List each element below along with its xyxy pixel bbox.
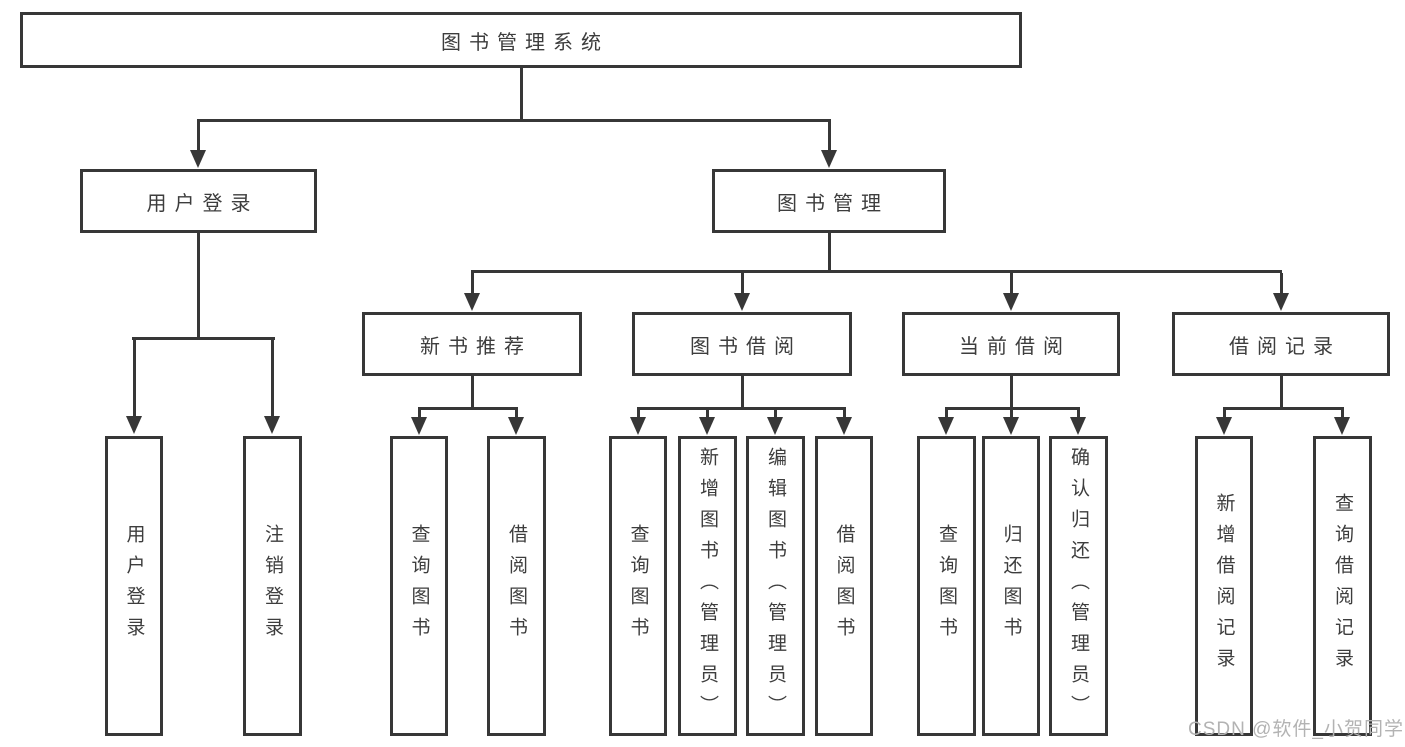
connector-line — [471, 270, 1282, 273]
connector-line — [271, 340, 274, 416]
connector-line — [637, 407, 846, 410]
connector-line — [741, 375, 744, 407]
arrow-down-icon — [767, 417, 783, 435]
node-current-borrowing: 当前借阅 — [902, 312, 1120, 376]
node-borrow-records-label: 借阅记录 — [1229, 335, 1341, 358]
arrow-down-icon — [464, 293, 480, 311]
node-add-borrow-record: 新增借阅记录 — [1195, 436, 1253, 736]
arrow-down-icon — [734, 293, 750, 311]
connector-line — [197, 233, 200, 337]
node-borrow-books-borrowing-label: 借阅图书 — [833, 524, 855, 648]
connector-line — [1223, 410, 1226, 417]
connector-line — [637, 410, 640, 417]
node-add-borrow-record-label: 新增借阅记录 — [1213, 493, 1235, 679]
connector-line — [132, 337, 275, 340]
connector-line — [471, 375, 474, 407]
arrow-down-icon — [411, 417, 427, 435]
connector-line — [1223, 407, 1344, 410]
arrow-down-icon — [1334, 417, 1350, 435]
connector-line — [774, 410, 777, 417]
arrow-down-icon — [938, 417, 954, 435]
connector-line — [1010, 273, 1013, 293]
node-borrow-books-borrowing: 借阅图书 — [815, 436, 873, 736]
node-library-system-label: 图书管理系统 — [441, 31, 609, 54]
arrow-down-icon — [190, 150, 206, 168]
node-confirm-return-admin: 确认归还（管理员） — [1049, 436, 1108, 736]
node-confirm-return-admin-label: 确认归还（管理员） — [1068, 446, 1089, 726]
node-query-borrow-record-label: 查询借阅记录 — [1332, 493, 1353, 679]
connector-line — [471, 273, 474, 293]
node-query-borrow-record: 查询借阅记录 — [1313, 436, 1372, 736]
node-add-book-admin: 新增图书（管理员） — [678, 436, 737, 736]
connector-line — [945, 407, 1080, 410]
node-new-book-recommend: 新书推荐 — [362, 312, 582, 376]
connector-line — [706, 410, 709, 417]
node-add-book-admin-label: 新增图书（管理员） — [697, 446, 718, 726]
node-edit-book-admin: 编辑图书（管理员） — [746, 436, 805, 736]
node-query-books-recommend: 查询图书 — [390, 436, 448, 736]
connector-line — [1280, 375, 1283, 407]
arrow-down-icon — [821, 150, 837, 168]
arrow-down-icon — [508, 417, 524, 435]
connector-line — [1010, 375, 1013, 407]
arrow-down-icon — [630, 417, 646, 435]
node-borrow-records: 借阅记录 — [1172, 312, 1390, 376]
node-user-login-group-label: 用户登录 — [146, 192, 259, 215]
connector-line — [520, 68, 523, 119]
watermark: CSDN @软件_小贺同学 — [1188, 719, 1404, 740]
node-query-books-borrowing-label: 查询图书 — [627, 524, 649, 648]
node-current-borrowing-label: 当前借阅 — [959, 335, 1071, 358]
connector-line — [515, 410, 518, 417]
arrow-down-icon — [699, 417, 715, 435]
arrow-down-icon — [1273, 293, 1289, 311]
connector-line — [741, 273, 744, 293]
connector-line — [1341, 410, 1344, 417]
node-book-borrowing-label: 图书借阅 — [690, 335, 802, 358]
connector-line — [828, 119, 831, 150]
node-logout: 注销登录 — [243, 436, 302, 736]
connector-line — [1077, 410, 1080, 417]
connector-line — [418, 410, 421, 417]
arrow-down-icon — [836, 417, 852, 435]
node-query-books-current-label: 查询图书 — [936, 524, 957, 648]
arrow-down-icon — [264, 416, 280, 434]
node-borrow-books-recommend: 借阅图书 — [487, 436, 546, 736]
connector-line — [1010, 410, 1013, 417]
node-book-management: 图书管理 — [712, 169, 946, 233]
connector-line — [418, 407, 518, 410]
node-return-book-label: 归还图书 — [1000, 524, 1022, 648]
connector-line — [197, 119, 200, 150]
connector-line — [133, 340, 136, 416]
connector-line — [843, 410, 846, 417]
node-logout-label: 注销登录 — [262, 524, 283, 648]
node-user-login: 用户登录 — [105, 436, 163, 736]
arrow-down-icon — [126, 416, 142, 434]
node-edit-book-admin-label: 编辑图书（管理员） — [765, 446, 786, 726]
connector-line — [945, 410, 948, 417]
node-user-login-group: 用户登录 — [80, 169, 317, 233]
node-return-book: 归还图书 — [982, 436, 1040, 736]
node-query-books-borrowing: 查询图书 — [609, 436, 667, 736]
arrow-down-icon — [1003, 293, 1019, 311]
arrow-down-icon — [1070, 417, 1086, 435]
node-library-system: 图书管理系统 — [20, 12, 1022, 68]
connector-line — [197, 119, 831, 122]
node-query-books-recommend-label: 查询图书 — [408, 524, 430, 648]
node-borrow-books-recommend-label: 借阅图书 — [506, 524, 527, 648]
arrow-down-icon — [1216, 417, 1232, 435]
connector-line — [828, 233, 831, 270]
node-user-login-label: 用户登录 — [123, 524, 145, 648]
arrow-down-icon — [1003, 417, 1019, 435]
node-query-books-current: 查询图书 — [917, 436, 976, 736]
connector-line — [1280, 273, 1283, 293]
node-book-borrowing: 图书借阅 — [632, 312, 852, 376]
node-book-management-label: 图书管理 — [777, 192, 889, 215]
node-new-book-recommend-label: 新书推荐 — [420, 335, 532, 358]
